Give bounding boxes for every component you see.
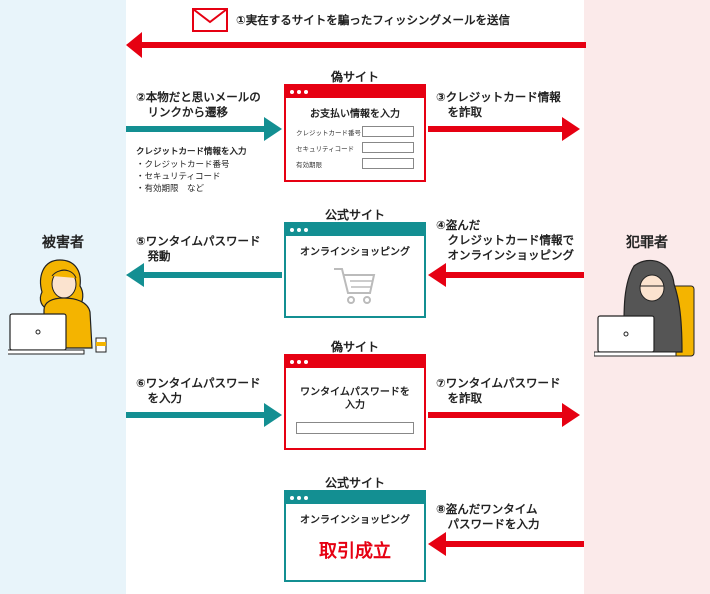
arrow-step-1 xyxy=(126,32,586,58)
form-row-expiry: 有効期限 xyxy=(286,158,424,169)
arrow-step-5 xyxy=(126,263,282,287)
arrow-step-6 xyxy=(126,403,282,427)
window-titlebar xyxy=(286,224,424,236)
arrow-step-4 xyxy=(428,263,584,287)
official-site-1-window: オンラインショッピング xyxy=(284,222,426,318)
window-titlebar xyxy=(286,492,424,504)
official-site-1-title: 公式サイト xyxy=(324,208,385,222)
step-3-text: ③クレジットカード情報 を詐取 xyxy=(436,90,561,119)
criminal-label: 犯罪者 xyxy=(626,235,668,251)
official-site-2-title: 公式サイト xyxy=(324,476,385,490)
fake-site-2-window: ワンタイムパスワードを 入力 xyxy=(284,354,426,450)
official-site-2-window: オンラインショッピング 取引成立 xyxy=(284,490,426,582)
victim-label: 被害者 xyxy=(42,235,84,251)
form-row-card-number: クレジットカード番号 xyxy=(286,126,424,137)
otp-input[interactable] xyxy=(296,422,414,434)
fake-site-2-heading: ワンタイムパスワードを 入力 xyxy=(300,387,410,411)
fake-site-2-title: 偽サイト xyxy=(330,340,379,354)
card-number-input[interactable] xyxy=(362,126,414,137)
shopping-cart-icon xyxy=(334,268,376,304)
official-site-2-heading: オンラインショッピング xyxy=(300,515,410,526)
card-number-label: クレジットカード番号 xyxy=(296,128,361,137)
expiry-label: 有効期限 xyxy=(296,160,322,169)
arrow-step-7 xyxy=(428,403,580,427)
security-code-label: セキュリティコード xyxy=(296,144,355,153)
fake-site-1-heading: お支払い情報を入力 xyxy=(310,109,400,120)
fake-site-1-window: お支払い情報を入力 クレジットカード番号 セキュリティコード 有効期限 xyxy=(284,84,426,182)
step-2-note-title: クレジットカード情報を入力 xyxy=(136,147,247,157)
official-site-1-heading: オンラインショッピング xyxy=(300,247,410,258)
fake-site-1-title: 偽サイト xyxy=(330,70,379,84)
criminal-illustration xyxy=(594,259,695,357)
step-2-note-items: ・クレジットカード番号 ・セキュリティコード ・有効期限 など xyxy=(136,160,230,194)
transaction-complete-text: 取引成立 xyxy=(319,541,391,562)
expiry-input[interactable] xyxy=(362,158,414,169)
step-4-text: ④盗んだ クレジットカード情報で オンラインショッピング xyxy=(436,218,574,262)
victim-illustration xyxy=(8,259,107,355)
mail-icon xyxy=(192,8,228,32)
arrow-step-8 xyxy=(428,532,584,556)
step-6-text: ⑥ワンタイムパスワード を入力 xyxy=(136,376,261,405)
step-2-text: ②本物だと思いメールの リンクから遷移 xyxy=(136,90,261,119)
step-8-text: ⑧盗んだワンタイム パスワードを入力 xyxy=(436,502,540,531)
window-titlebar xyxy=(286,86,424,98)
step-7-text: ⑦ワンタイムパスワード を詐取 xyxy=(436,376,561,405)
window-titlebar xyxy=(286,356,424,368)
security-code-input[interactable] xyxy=(362,142,414,153)
arrow-step-2 xyxy=(126,117,282,141)
form-row-security-code: セキュリティコード xyxy=(286,142,424,153)
step-1-text: ①実在するサイトを騙ったフィッシングメールを送信 xyxy=(236,13,511,27)
step-5-text: ⑤ワンタイムパスワード 発動 xyxy=(136,234,261,263)
arrow-step-3 xyxy=(428,117,580,141)
